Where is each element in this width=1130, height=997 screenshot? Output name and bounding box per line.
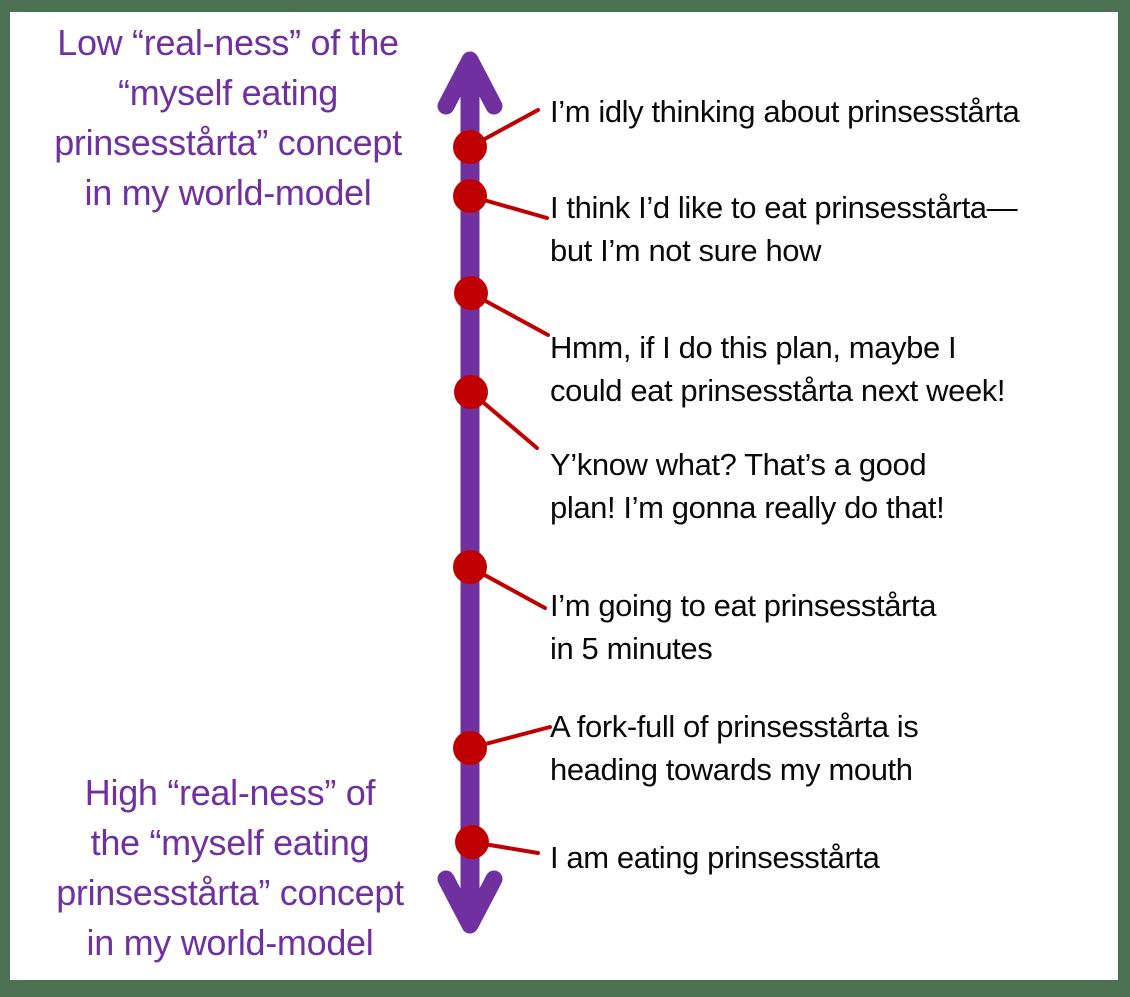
axis-label-line: High “real-ness” of (84, 772, 376, 813)
axis-label-line: “myself eating (118, 72, 338, 113)
point-label: Hmm, if I do this plan, maybe I could eat… (550, 326, 1005, 412)
point-label-line: plan! I’m gonna really do that! (550, 490, 945, 525)
arrowhead-down-icon (437, 870, 503, 934)
axis-label-line: in my world-model (84, 172, 372, 213)
point-label: I am eating prinsesstårta (550, 836, 880, 879)
point-label-line: heading towards my mouth (550, 752, 913, 787)
axis-label-high-realness: High “real-ness” of the “myself eating pri… (15, 768, 445, 968)
point-label-line: Y’know what? That’s a good (550, 447, 927, 482)
point-label-line: I think I’d like to eat prinsesstårta— (550, 190, 1018, 225)
point-label-line: I’m idly thinking about prinsesstårta (550, 94, 1020, 129)
axis-label-line: prinsesstårta” concept (56, 872, 404, 913)
point-label: I’m idly thinking about prinsesstårta (550, 90, 1020, 133)
timeline-dot (455, 825, 489, 859)
axis-label-line: in my world-model (86, 922, 374, 963)
timeline-dot (454, 375, 488, 409)
timeline-dot (453, 130, 487, 164)
point-label: I’m going to eat prinsesstårta in 5 minut… (550, 584, 936, 670)
point-label-line: A fork-full of prinsesstårta is (550, 709, 919, 744)
point-label-line: but I’m not sure how (550, 233, 822, 268)
timeline-dot (454, 276, 488, 310)
point-label: Y’know what? That’s a good plan! I’m gonn… (550, 443, 945, 529)
axis-label-low-realness: Low “real-ness” of the “myself eating prin… (12, 18, 444, 218)
diagram-background (10, 12, 1118, 980)
point-label: I think I’d like to eat prinsesstårta— bu… (550, 186, 1018, 272)
point-label-line: in 5 minutes (550, 631, 713, 666)
axis-label-line: prinsesstårta” concept (54, 122, 402, 163)
axis-label-line: Low “real-ness” of the (57, 22, 399, 63)
timeline-dot (453, 179, 487, 213)
point-label-line: Hmm, if I do this plan, maybe I (550, 330, 957, 365)
point-label-line: I’m going to eat prinsesstårta (550, 588, 937, 623)
axis-label-line: the “myself eating (90, 822, 370, 863)
point-label-line: could eat prinsesstårta next week! (550, 373, 1006, 408)
point-label-line: I am eating prinsesstårta (550, 840, 880, 875)
arrowhead-up-icon (437, 51, 503, 115)
timeline-dot (453, 731, 487, 765)
timeline-dot (453, 550, 487, 584)
point-label: A fork-full of prinsesstårta is heading t… (550, 705, 919, 791)
